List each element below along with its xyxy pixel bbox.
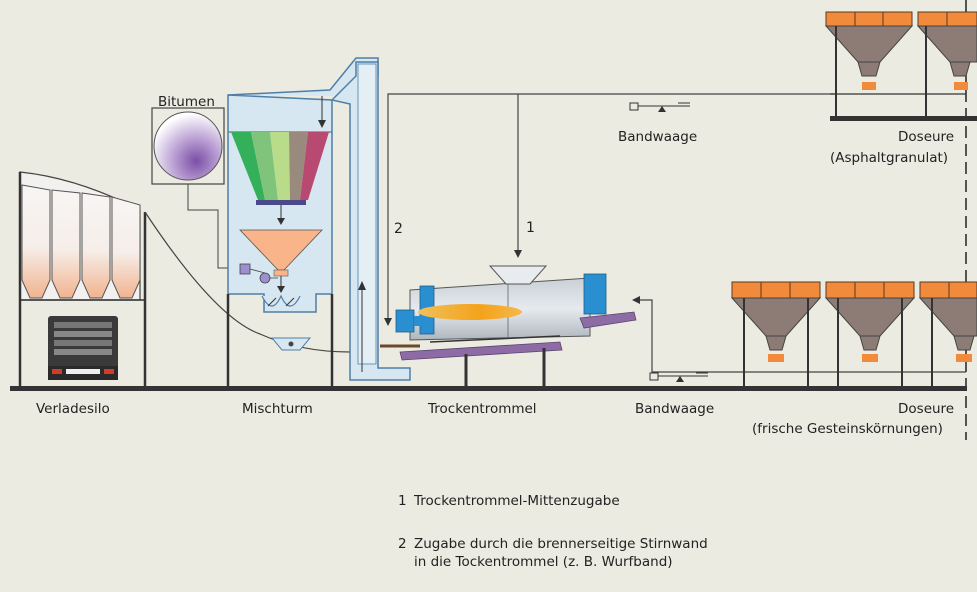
legend-item-2-line2: in die Tockentrommel (z. B. Wurfband) — [414, 554, 673, 570]
label-bandwaage-bottom: Bandwaage — [635, 401, 714, 417]
fresh-aggregate-arrow — [632, 296, 640, 304]
label-bandwaage-top: Bandwaage — [618, 129, 697, 145]
label-doseure-bottom: Doseure — [898, 401, 954, 417]
doseure-frische-gesteinskoernungen — [730, 281, 977, 386]
verladesilo — [18, 171, 147, 386]
label-mischturm: Mischturm — [242, 401, 313, 417]
bandwaage-top-symbol — [629, 102, 690, 112]
label-bitumen: Bitumen — [158, 94, 215, 110]
feed-path-2 — [387, 93, 835, 322]
label-doseure-top-sub: (Asphaltgranulat) — [830, 150, 948, 166]
label-doseure-top: Doseure — [898, 129, 954, 145]
trockentrommel — [380, 265, 637, 386]
mischturm — [226, 57, 379, 386]
feed-path-1-arrow — [514, 250, 522, 258]
bandwaage-bottom-symbol — [649, 372, 708, 382]
legend-item-1-number: 1 — [398, 493, 407, 509]
label-doseure-bottom-sub: (frische Gesteinskörnungen) — [752, 421, 943, 437]
legend-item-2: 2 Zugabe durch die brennerseitige Stirnwa… — [398, 536, 708, 570]
label-path-1: 1 — [526, 220, 535, 236]
feed-path-2-arrow — [384, 318, 392, 326]
legend-item-1: 1 Trockentrommel-Mittenzugabe — [398, 493, 620, 509]
label-verladesilo: Verladesilo — [36, 401, 110, 417]
legend-item-2-line1: Zugabe durch die brennerseitige Stirnwan… — [414, 536, 708, 552]
label-path-2: 2 — [394, 221, 403, 237]
legend-item-2-number: 2 — [398, 536, 407, 552]
legend-item-1-text: Trockentrommel-Mittenzugabe — [414, 493, 620, 509]
doseure-asphaltgranulat — [824, 11, 977, 121]
bucket-elevator — [330, 61, 411, 381]
bitumen-tank — [151, 107, 240, 269]
truck — [48, 316, 118, 380]
ground-line — [10, 386, 967, 391]
label-trockentrommel: Trockentrommel — [427, 401, 537, 417]
hot-mix-conveyor — [144, 211, 351, 353]
